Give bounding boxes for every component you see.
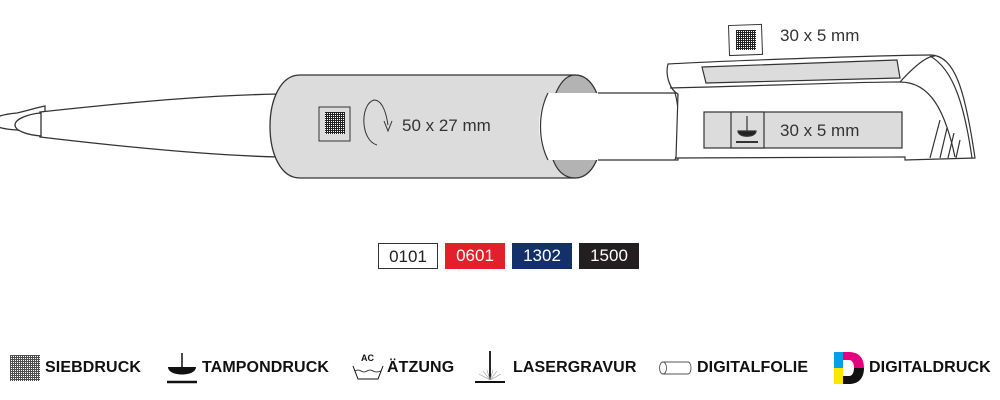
lasergravur-icon bbox=[475, 351, 505, 383]
legend-digitalfolie: DIGITALFOLIE bbox=[658, 350, 808, 386]
clip-top-siebdruck-icon bbox=[727, 23, 764, 57]
legend-label: DIGITALFOLIE bbox=[697, 359, 809, 376]
digitalfolie-icon bbox=[659, 361, 692, 375]
legend-lasergravur: LASERGRAVUR bbox=[473, 350, 636, 386]
print-sleeve bbox=[269, 74, 604, 179]
legend-label: LASERGRAVUR bbox=[513, 359, 637, 376]
digitaldruck-icon bbox=[834, 352, 864, 384]
pen-tip bbox=[0, 93, 281, 158]
color-swatch-0601: 0601 bbox=[445, 243, 505, 269]
legend-label: SIEBDRUCK bbox=[45, 359, 142, 376]
color-swatch-0101: 0101 bbox=[378, 243, 438, 269]
sleeve-size-label: 50 x 27 mm bbox=[402, 116, 491, 135]
pen-clip bbox=[666, 54, 976, 161]
legend-label: TAMPONDRUCK bbox=[202, 359, 330, 376]
tampondruck-icon bbox=[167, 353, 197, 384]
legend-digitaldruck: DIGITALDRUCK bbox=[832, 350, 991, 386]
pen-diagram bbox=[0, 23, 976, 179]
clip-side-size-label: 30 x 5 mm bbox=[780, 121, 860, 140]
legend-label: ÄTZUNG bbox=[387, 359, 455, 376]
svg-text:AC: AC bbox=[361, 353, 374, 363]
legend-tampondruck: TAMPONDRUCK bbox=[165, 350, 329, 386]
aetzung-icon: AC bbox=[352, 353, 384, 380]
color-swatch-1302: 1302 bbox=[512, 243, 572, 269]
legend-aetzung: AC ÄTZUNG bbox=[350, 350, 454, 386]
clip-top-size-label: 30 x 5 mm bbox=[780, 26, 860, 45]
color-swatch-1500: 1500 bbox=[579, 243, 639, 269]
siebdruck-icon bbox=[10, 355, 40, 381]
pen-barrel bbox=[598, 92, 680, 161]
legend-siebdruck: SIEBDRUCK bbox=[8, 350, 141, 386]
print-method-legend: SIEBDRUCK TAMPONDRUCK AC ÄTZUNG LASERGRA… bbox=[0, 350, 1000, 386]
legend-label: DIGITALDRUCK bbox=[869, 359, 991, 376]
color-swatches: 0101 0601 1302 1500 bbox=[378, 243, 639, 269]
